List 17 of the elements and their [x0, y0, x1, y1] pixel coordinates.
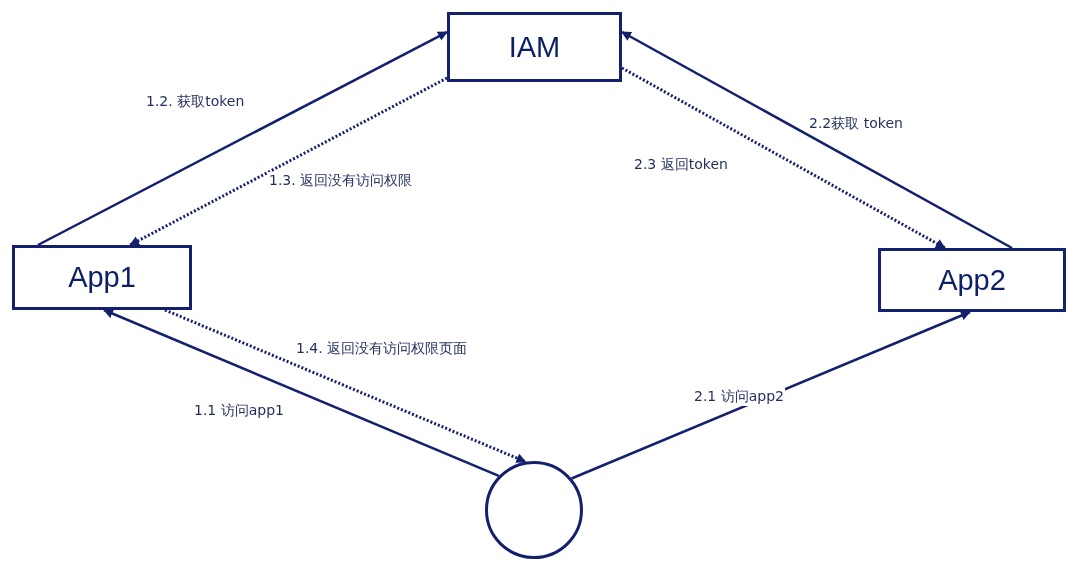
edge-label: 2.3 返回token [633, 156, 729, 174]
process-box: IAM [447, 12, 622, 82]
edge-label: 2.2获取 token [808, 115, 904, 133]
edge-label: 2.1 访问app2 [693, 388, 785, 406]
arrow [621, 30, 1013, 250]
process-box: App1 [12, 245, 192, 310]
process-box: App2 [878, 248, 1066, 312]
edge-label: 1.2. 获取token [145, 93, 246, 111]
arrow [129, 76, 448, 247]
edge-label: 1.4. 返回没有访问权限页面 [295, 340, 469, 358]
arrow [103, 308, 500, 478]
arrow [621, 66, 946, 250]
arrow [571, 310, 971, 480]
arrow [164, 308, 527, 464]
arrow [37, 30, 448, 247]
edge-label: 1.3. 返回没有访问权限 [268, 172, 414, 190]
edge-label: 1.1 访问app1 [193, 402, 285, 420]
